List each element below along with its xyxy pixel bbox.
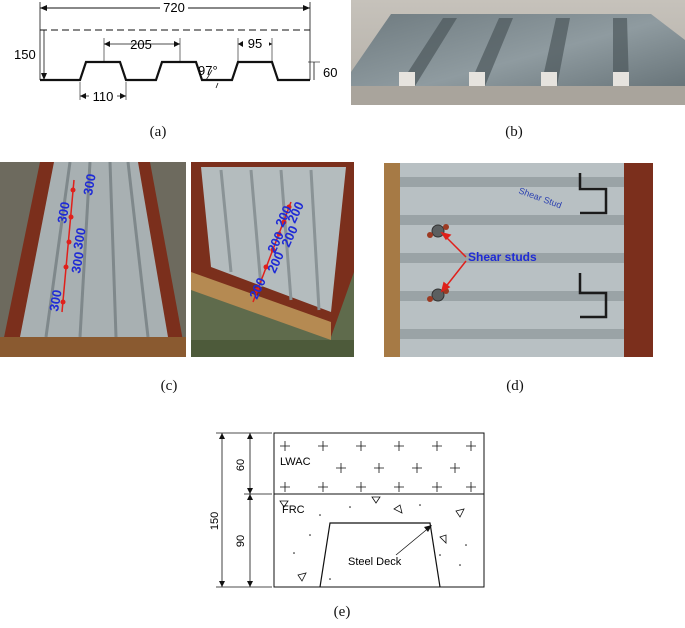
shear-studs-illustration: Shear Stud Shear studs — [384, 163, 653, 357]
panel-e-section-drawing: 150 60 90 LWAC FRC — [209, 425, 490, 595]
panel-c-left-photo: 300 300 300 300 300 — [0, 162, 186, 357]
caption-c: (c) — [160, 378, 178, 394]
dim-rib-top: 95 — [248, 36, 262, 51]
dim-rib-depth: 60 — [323, 65, 337, 80]
panel-a-profile-drawing: 720 150 205 95 110 97° — [10, 0, 345, 105]
d-annotation-shear-studs: Shear studs — [468, 250, 537, 264]
dim-total-width: 720 — [163, 0, 185, 15]
c-left-label-1: 300 — [80, 173, 99, 197]
caption-d: (d) — [506, 378, 524, 394]
panel-c-right-photo: 200 200 200 200 200 200 — [191, 162, 354, 357]
e-dim-top: 60 — [235, 459, 247, 471]
c-left-label-2: 300 — [54, 201, 73, 225]
caption-b: (b) — [505, 124, 523, 140]
dim-angle: 97° — [198, 63, 218, 78]
section-svg: 150 60 90 LWAC FRC — [209, 432, 485, 588]
e-label-lwac: LWAC — [280, 456, 311, 468]
formwork-300-illustration: 300 300 300 300 300 — [0, 162, 186, 357]
caption-e: (e) — [333, 604, 351, 620]
formwork-200-illustration: 200 200 200 200 200 200 — [191, 162, 354, 357]
panel-b-deck-photo — [351, 0, 685, 105]
e-label-frc: FRC — [282, 504, 305, 516]
deck-photo-illustration — [351, 0, 685, 105]
c-left-label-4: 300 — [68, 251, 87, 275]
c-left-label-5: 300 — [46, 289, 65, 313]
deck-profile-svg: 720 150 205 95 110 97° — [14, 0, 337, 104]
dim-top-flange: 205 — [130, 37, 152, 52]
e-dim-total: 150 — [210, 512, 221, 530]
panel-d-studs-photo: Shear Stud Shear studs — [384, 163, 653, 357]
caption-a: (a) — [149, 124, 167, 140]
c-left-label-3: 300 — [70, 227, 89, 251]
e-label-steel-deck: Steel Deck — [348, 556, 402, 568]
e-dim-bottom: 90 — [235, 535, 247, 547]
dim-height: 150 — [14, 47, 36, 62]
dim-bottom-flange: 110 — [93, 89, 114, 104]
